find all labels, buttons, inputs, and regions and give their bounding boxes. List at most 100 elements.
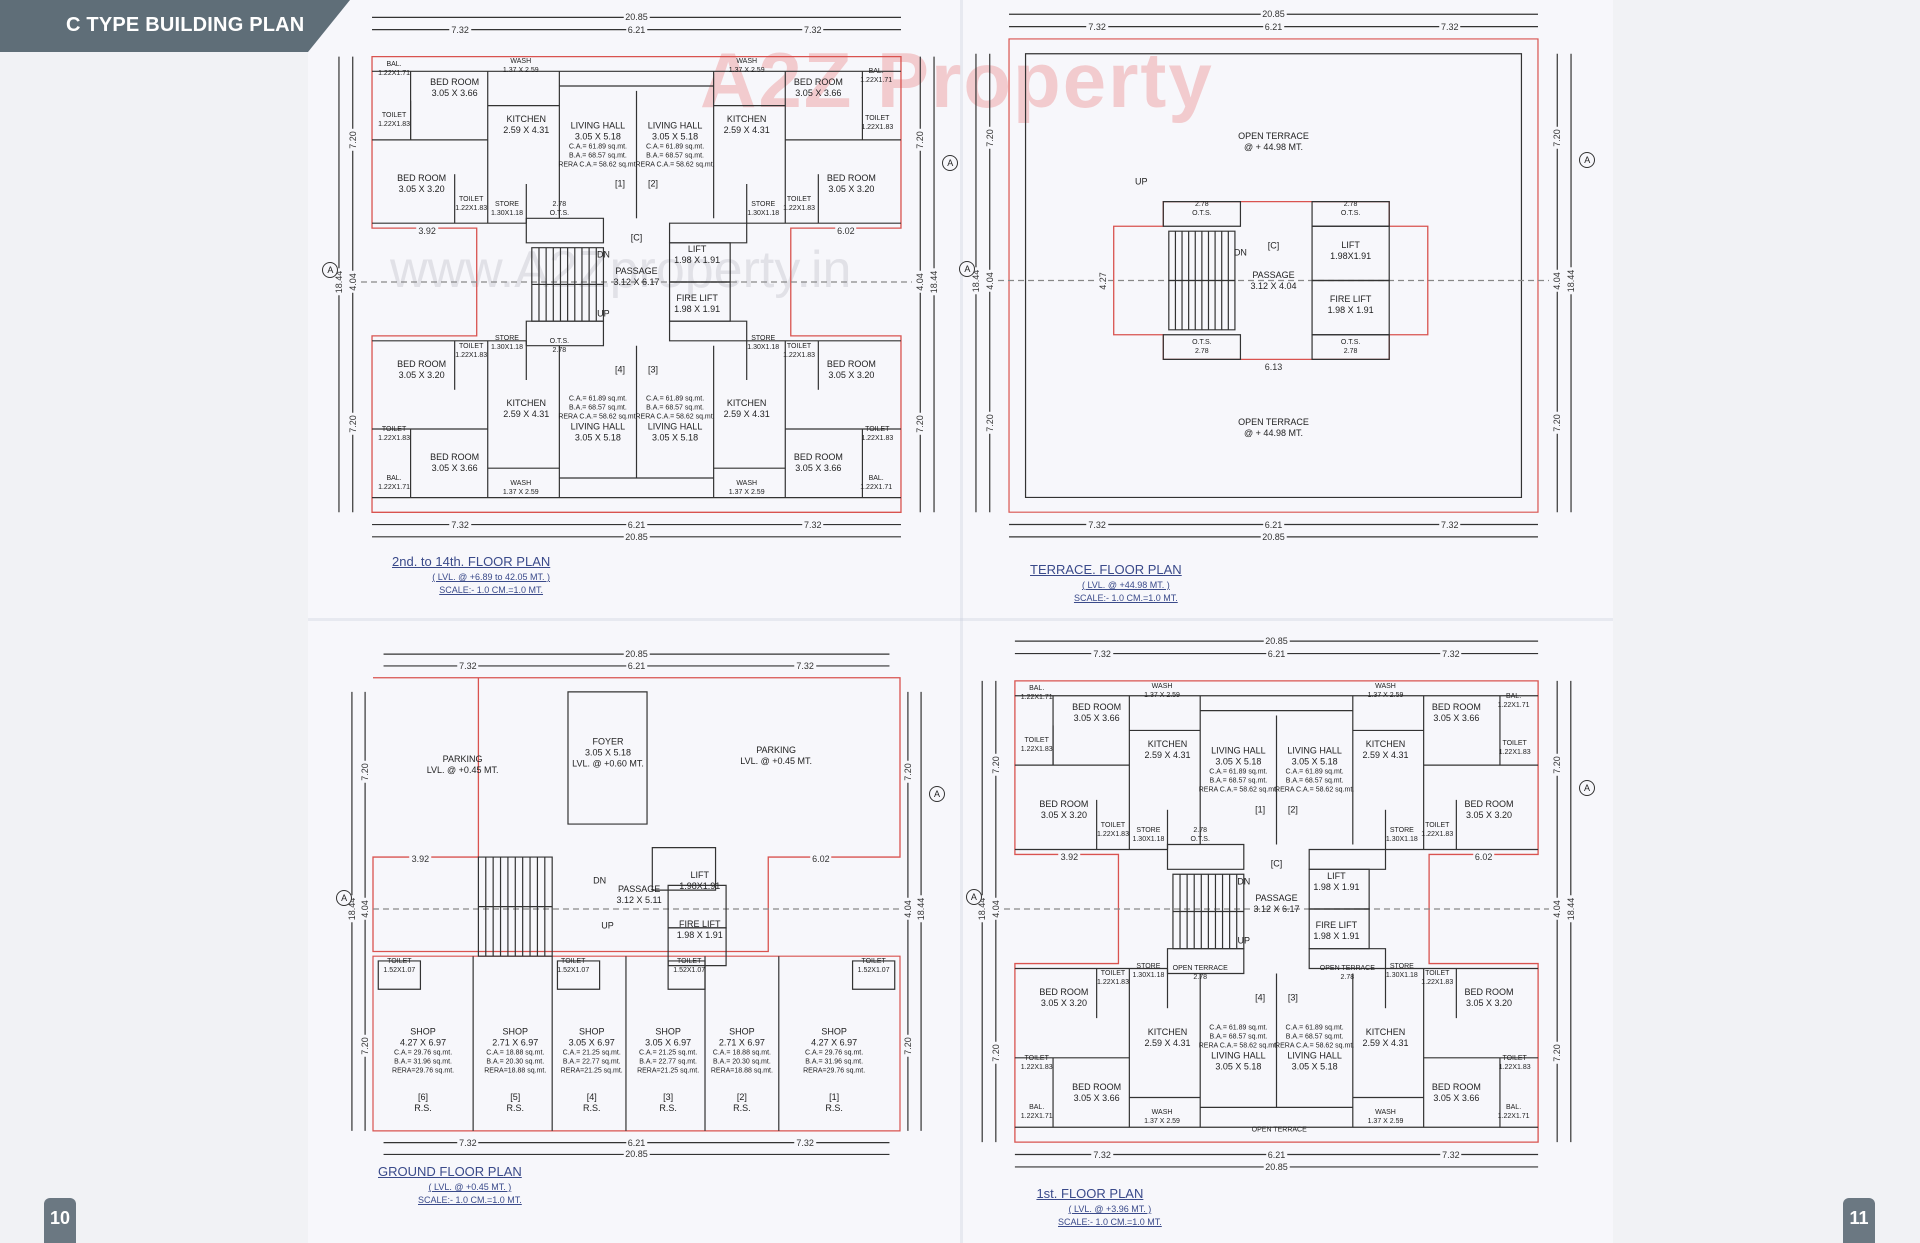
room-label-line: [2] (648, 178, 659, 189)
room-label-line: WASH (1375, 682, 1396, 690)
dimension-right-core: 6.02 (1472, 851, 1495, 862)
room-label-line: BAL. (1505, 1104, 1522, 1112)
room-label: BAL.1.22X1.71 (860, 474, 892, 492)
dimension-left-core: 3.92 (416, 225, 438, 236)
room-label-line: 1.22X1.83 (783, 351, 815, 359)
room-label-line: BAL. (868, 68, 884, 76)
room-label-line: 1.30X1.18 (1385, 835, 1418, 843)
room-label-line: RERA C.A.= 58.62 sq.mt. (635, 161, 715, 169)
dimension-left-width: 7.32 (457, 1137, 479, 1148)
room-label-line: 1.98 X 1.91 (1327, 305, 1374, 316)
fire-lift-shaft (668, 928, 726, 966)
room-label-line: C.A.= 29.76 sq.mt. (805, 1049, 864, 1057)
room-label-line: TOILET (865, 425, 890, 433)
room-label-line: O.T.S. (1190, 835, 1210, 843)
page-header: C TYPE BUILDING PLAN (0, 0, 350, 52)
room-label: UP (1238, 936, 1251, 947)
room-label-line: C.A.= 21.25 sq.mt. (562, 1049, 621, 1057)
room-label-line: STORE (751, 200, 776, 208)
room-label-line: RERA=29.76 sq.mt. (803, 1067, 866, 1075)
room-label-line: RERA C.A.= 58.62 sq.mt. (1275, 1042, 1355, 1050)
room-label-line: FIRE LIFT (1315, 920, 1358, 931)
room-label-line: 1.22X1.83 (861, 123, 894, 131)
room-label-line: [3] (663, 1091, 674, 1102)
grid-axis-marker: A (942, 154, 959, 171)
room-label: [C] (1268, 240, 1280, 251)
dimension-right-width: 7.32 (802, 24, 824, 35)
caption-1st: 1st. FLOOR PLAN ( LVL. @ +3.96 MT. ) SCA… (1018, 1186, 1161, 1227)
shop-row-outline (373, 956, 900, 1131)
room-label-line: 1.37 X 2.59 (502, 488, 539, 496)
room-label-line: LIVING HALL (570, 120, 626, 131)
room-label-line: BED ROOM (1072, 702, 1122, 713)
room-label-line: 1.22X1.83 (861, 434, 894, 442)
room-label-line: 1.52X1.07 (383, 966, 416, 974)
room-label-line: 1.30X1.18 (747, 344, 780, 352)
room-label-line: 3.05 X 3.20 (398, 370, 445, 381)
plan-scale: SCALE:- 1.0 CM.=1.0 MT. (1073, 593, 1178, 603)
plan-title: GROUND FLOOR PLAN (378, 1164, 522, 1179)
room-label: UP (1135, 176, 1148, 187)
room-label: [2]R.S. (733, 1092, 751, 1114)
room-label-line: 1.52X1.07 (557, 966, 590, 974)
room-label-line: LIVING HALL (1287, 1050, 1342, 1061)
room-label-line: B.A.= 68.57 sq.mt. (646, 152, 704, 160)
room-label-line: 1.37 X 2.59 (502, 67, 539, 75)
room-label-line: 1.30X1.18 (1132, 835, 1165, 843)
room-label-line: 3.05 X 3.20 (398, 184, 445, 194)
caption-2nd-14th: 2nd. to 14th. FLOOR PLAN ( LVL. @ +6.89 … (392, 554, 550, 595)
room-label-line: BED ROOM (793, 77, 843, 88)
room-label-line: 3.12 X 6.17 (613, 277, 660, 288)
room-label-line: B.A.= 68.57 sq.mt. (1209, 1033, 1268, 1041)
room-label-line: B.A.= 68.57 sq.mt. (1209, 777, 1268, 785)
room-label-line: STORE (751, 335, 776, 343)
plan-title: 1st. FLOOR PLAN (1036, 1186, 1144, 1201)
room-label-line: 1.22X1.71 (378, 483, 411, 491)
grid-axis-marker: A (322, 262, 339, 279)
dimension-right-width: 7.32 (794, 1137, 816, 1148)
room-label-line: BED ROOM (1431, 1081, 1481, 1092)
ots-shaft (670, 223, 747, 243)
room-label-line: WASH (1151, 682, 1173, 690)
room-label-line: 3.05 X 6.97 (568, 1037, 615, 1048)
room-label-line: [C] (1267, 240, 1280, 251)
dimension-total-height: 18.44 (929, 268, 940, 296)
room-label: DN (597, 250, 610, 261)
shop-toilet (668, 961, 705, 989)
room-label-line: BED ROOM (1464, 987, 1514, 998)
room-label-line: TOILET (1425, 821, 1450, 829)
room-label-line: C.A.= 61.89 sq.mt. (568, 395, 627, 403)
fire-lift-shaft (1312, 281, 1389, 335)
room-label-line: TOILET (1502, 1054, 1527, 1062)
room-label-line: 3.05 X 5.18 (574, 131, 621, 142)
room-label-line: KITCHEN (1365, 1026, 1406, 1037)
page-number-left: 10 (44, 1198, 76, 1243)
room-label-line: 1.22X1.71 (1497, 701, 1530, 709)
room-label-line: UP (1134, 176, 1148, 187)
